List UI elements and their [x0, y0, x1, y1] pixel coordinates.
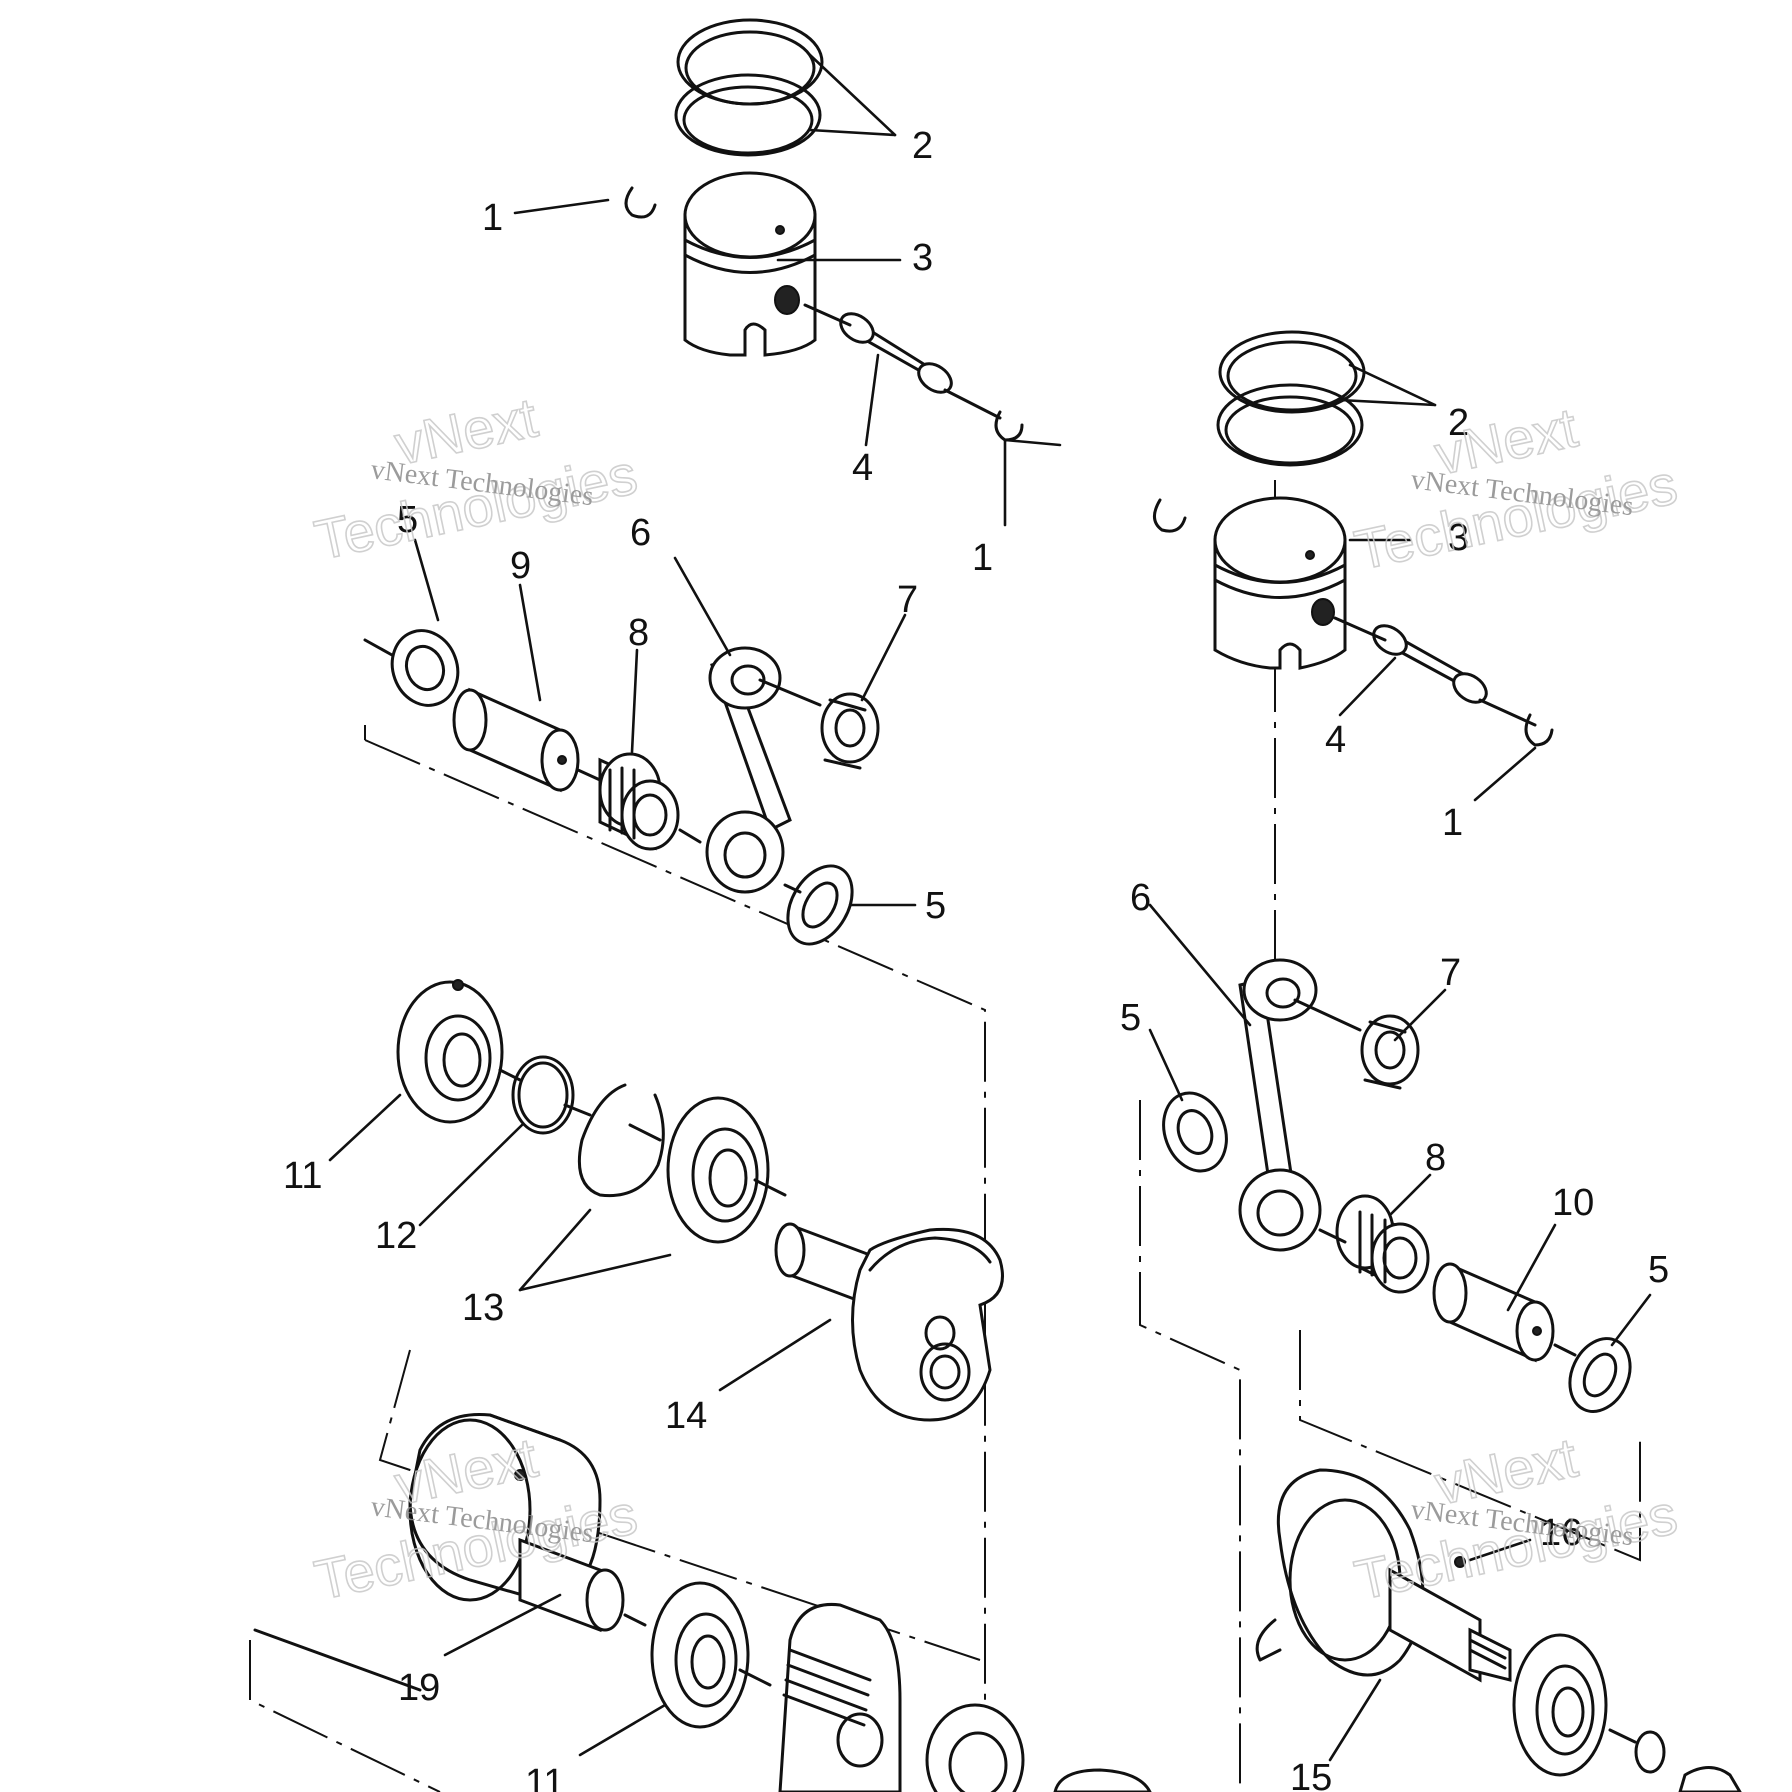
- callout-6-left: 6: [630, 512, 651, 554]
- watermark-line2: Technologies: [309, 442, 642, 572]
- left-lower-group: [253, 1412, 1152, 1792]
- callout-11-left-b: 11: [525, 1762, 564, 1792]
- right-piston-pin: [1333, 616, 1554, 747]
- callout-8-left: 8: [628, 612, 649, 654]
- callout-19: 19: [398, 1667, 440, 1709]
- watermark-top-left: vNext Technologies vNext Technologies: [309, 384, 643, 572]
- left-piston-rings: [674, 18, 824, 157]
- right-circlip-top: [1153, 498, 1187, 533]
- callout-6-right: 6: [1130, 877, 1151, 919]
- left-crank-group: [396, 979, 1004, 1422]
- callout-16: 16: [1540, 1512, 1582, 1554]
- watermark-top-right: vNext Technologies vNext Technologies: [1349, 394, 1683, 582]
- callout-1-center: 1: [972, 537, 993, 579]
- callout-11-left-a: 11: [283, 1155, 322, 1197]
- right-piston: [1213, 496, 1347, 670]
- center-lines: [249, 480, 1641, 1792]
- callout-9: 9: [510, 545, 531, 587]
- callout-10: 10: [1552, 1182, 1594, 1224]
- callout-2-right: 2: [1448, 402, 1469, 444]
- callout-13: 13: [462, 1287, 504, 1329]
- callout-numbers: 1 2 3 4 1 5 9 8 6 7 5 11 12 13 14 19 11 …: [283, 125, 1669, 1792]
- callout-12: 12: [375, 1215, 417, 1257]
- watermark-line2: Technologies: [1349, 1482, 1682, 1612]
- watermark-line2: Technologies: [1349, 452, 1682, 582]
- left-piston-pin: [803, 303, 1002, 420]
- callout-3-right: 3: [1448, 517, 1469, 559]
- callout-14: 14: [665, 1395, 707, 1437]
- callout-5-left-b: 5: [925, 885, 946, 927]
- callout-7-left: 7: [897, 579, 918, 621]
- callout-1-left-top: 1: [482, 197, 503, 239]
- left-piston: [683, 171, 817, 357]
- left-circlip-mid: [994, 410, 1024, 442]
- callout-5-right-a: 5: [1120, 997, 1141, 1039]
- callout-4-right: 4: [1325, 719, 1346, 761]
- right-piston-rings: [1216, 330, 1366, 467]
- callout-5-left-a: 5: [397, 499, 418, 541]
- left-con-rod-group: [363, 629, 880, 946]
- left-circlip-top: [624, 186, 657, 219]
- callout-2-left: 2: [912, 125, 933, 167]
- right-crank-group: [1255, 1468, 1742, 1792]
- callout-1-right: 1: [1442, 802, 1463, 844]
- callout-3-left: 3: [912, 237, 933, 279]
- callout-5-right-b: 5: [1648, 1249, 1669, 1291]
- callout-15: 15: [1290, 1757, 1332, 1792]
- callout-7-right: 7: [1440, 952, 1461, 994]
- callout-4-left: 4: [852, 447, 873, 489]
- callout-8-right: 8: [1425, 1137, 1446, 1179]
- leader-lines: [328, 53, 1652, 1762]
